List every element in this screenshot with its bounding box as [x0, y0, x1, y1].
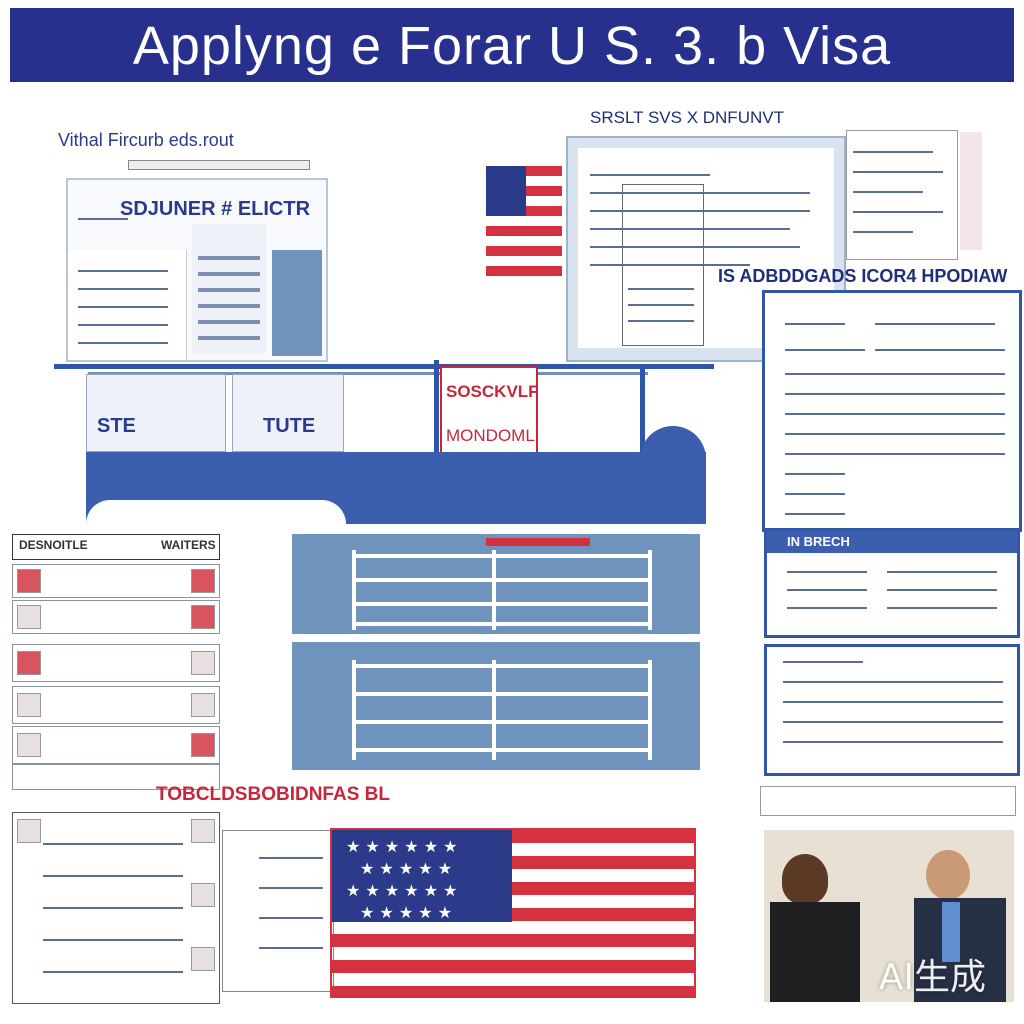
right-small-strip	[760, 786, 1016, 816]
photo-people	[764, 830, 1014, 1002]
svg-text:★ ★ ★ ★ ★ ★: ★ ★ ★ ★ ★ ★	[346, 881, 458, 900]
right-form	[762, 290, 1022, 532]
right-table-a: IN BRECH	[764, 528, 1020, 638]
left-side-column	[272, 250, 322, 356]
person-b-tie	[942, 902, 960, 962]
top-right-strip	[960, 132, 982, 250]
pipe-horizontal-mid	[88, 372, 648, 375]
table-row	[12, 726, 220, 764]
left-panel-b-label: TUTE	[263, 415, 316, 437]
person-a-body	[770, 902, 860, 1002]
left-form-panel: SDJUNER # ELICTR	[66, 178, 328, 362]
flag-canton: ★ ★ ★ ★ ★ ★ ★ ★ ★ ★ ★ ★ ★ ★ ★ ★ ★ ★ ★ ★ …	[332, 830, 512, 922]
left-panel-a-label: STE	[97, 415, 136, 437]
table-row	[12, 564, 220, 598]
blue-dome	[640, 426, 706, 486]
pipe-horizontal-top	[54, 364, 714, 369]
center-box: SOSCKVLF MONDOMLI	[440, 366, 540, 462]
flag-stars-icon: ★ ★ ★ ★ ★ ★ ★ ★ ★ ★ ★ ★ ★ ★ ★ ★ ★ ★ ★ ★ …	[346, 837, 458, 922]
page-title: Applyng e Forar U S. 3. b Visa	[132, 16, 892, 76]
pipe-vertical-b	[640, 368, 645, 456]
person-b-body	[914, 898, 1006, 1002]
bottom-mid-form	[222, 830, 334, 992]
left-diagram-panel-a: STE	[86, 374, 226, 452]
bottom-banner-label: TOBCLDSBOBIDNFAS BL	[156, 784, 390, 805]
bottom-left-table	[12, 812, 220, 1004]
left-heading: SDJUNER # ELICTR	[120, 198, 311, 220]
page-title-banner: Applyng e Forar U S. 3. b Visa	[10, 8, 1014, 82]
center-board-bottom	[292, 642, 700, 770]
table-row	[12, 600, 220, 634]
center-bottom-label: MONDOMLI	[446, 426, 540, 445]
svg-text:★ ★ ★ ★ ★: ★ ★ ★ ★ ★	[360, 903, 452, 922]
ai-generated-watermark: AI生成	[878, 957, 986, 998]
table-left-a-label: DESNOITLE	[19, 538, 88, 552]
pipe-vertical-a	[434, 360, 439, 452]
center-board-red-bar	[486, 538, 590, 546]
center-board-top	[292, 534, 700, 634]
right-heading: IS ADBDDGADS ICOR4 HPODIAW	[718, 266, 1008, 286]
table-row	[12, 764, 220, 790]
top-left-bar	[128, 160, 310, 170]
small-flag	[486, 166, 562, 276]
right-table-b	[764, 644, 1020, 776]
table-left-b-label: WAITERS	[161, 538, 216, 552]
right-table-title: IN BRECH	[787, 534, 850, 549]
svg-text:★ ★ ★ ★ ★: ★ ★ ★ ★ ★	[360, 859, 452, 878]
person-a-head	[782, 854, 828, 904]
top-right-form	[846, 130, 958, 260]
center-subform	[622, 184, 704, 346]
table-row	[12, 644, 220, 682]
left-table-header: DESNOITLE WAITERS	[12, 534, 220, 560]
large-flag: ★ ★ ★ ★ ★ ★ ★ ★ ★ ★ ★ ★ ★ ★ ★ ★ ★ ★ ★ ★ …	[330, 828, 696, 998]
top-left-label: Vithal Fircurb eds.rout	[58, 130, 234, 150]
person-b-head	[926, 850, 970, 900]
top-center-label: SRSLT SVS X DNFUNVT	[590, 108, 784, 127]
left-subform	[68, 250, 187, 360]
left-diagram-panel-b: TUTE	[232, 374, 344, 452]
table-row	[12, 686, 220, 724]
svg-text:★ ★ ★ ★ ★ ★: ★ ★ ★ ★ ★ ★	[346, 837, 458, 856]
center-top-label: SOSCKVLF	[446, 382, 539, 401]
